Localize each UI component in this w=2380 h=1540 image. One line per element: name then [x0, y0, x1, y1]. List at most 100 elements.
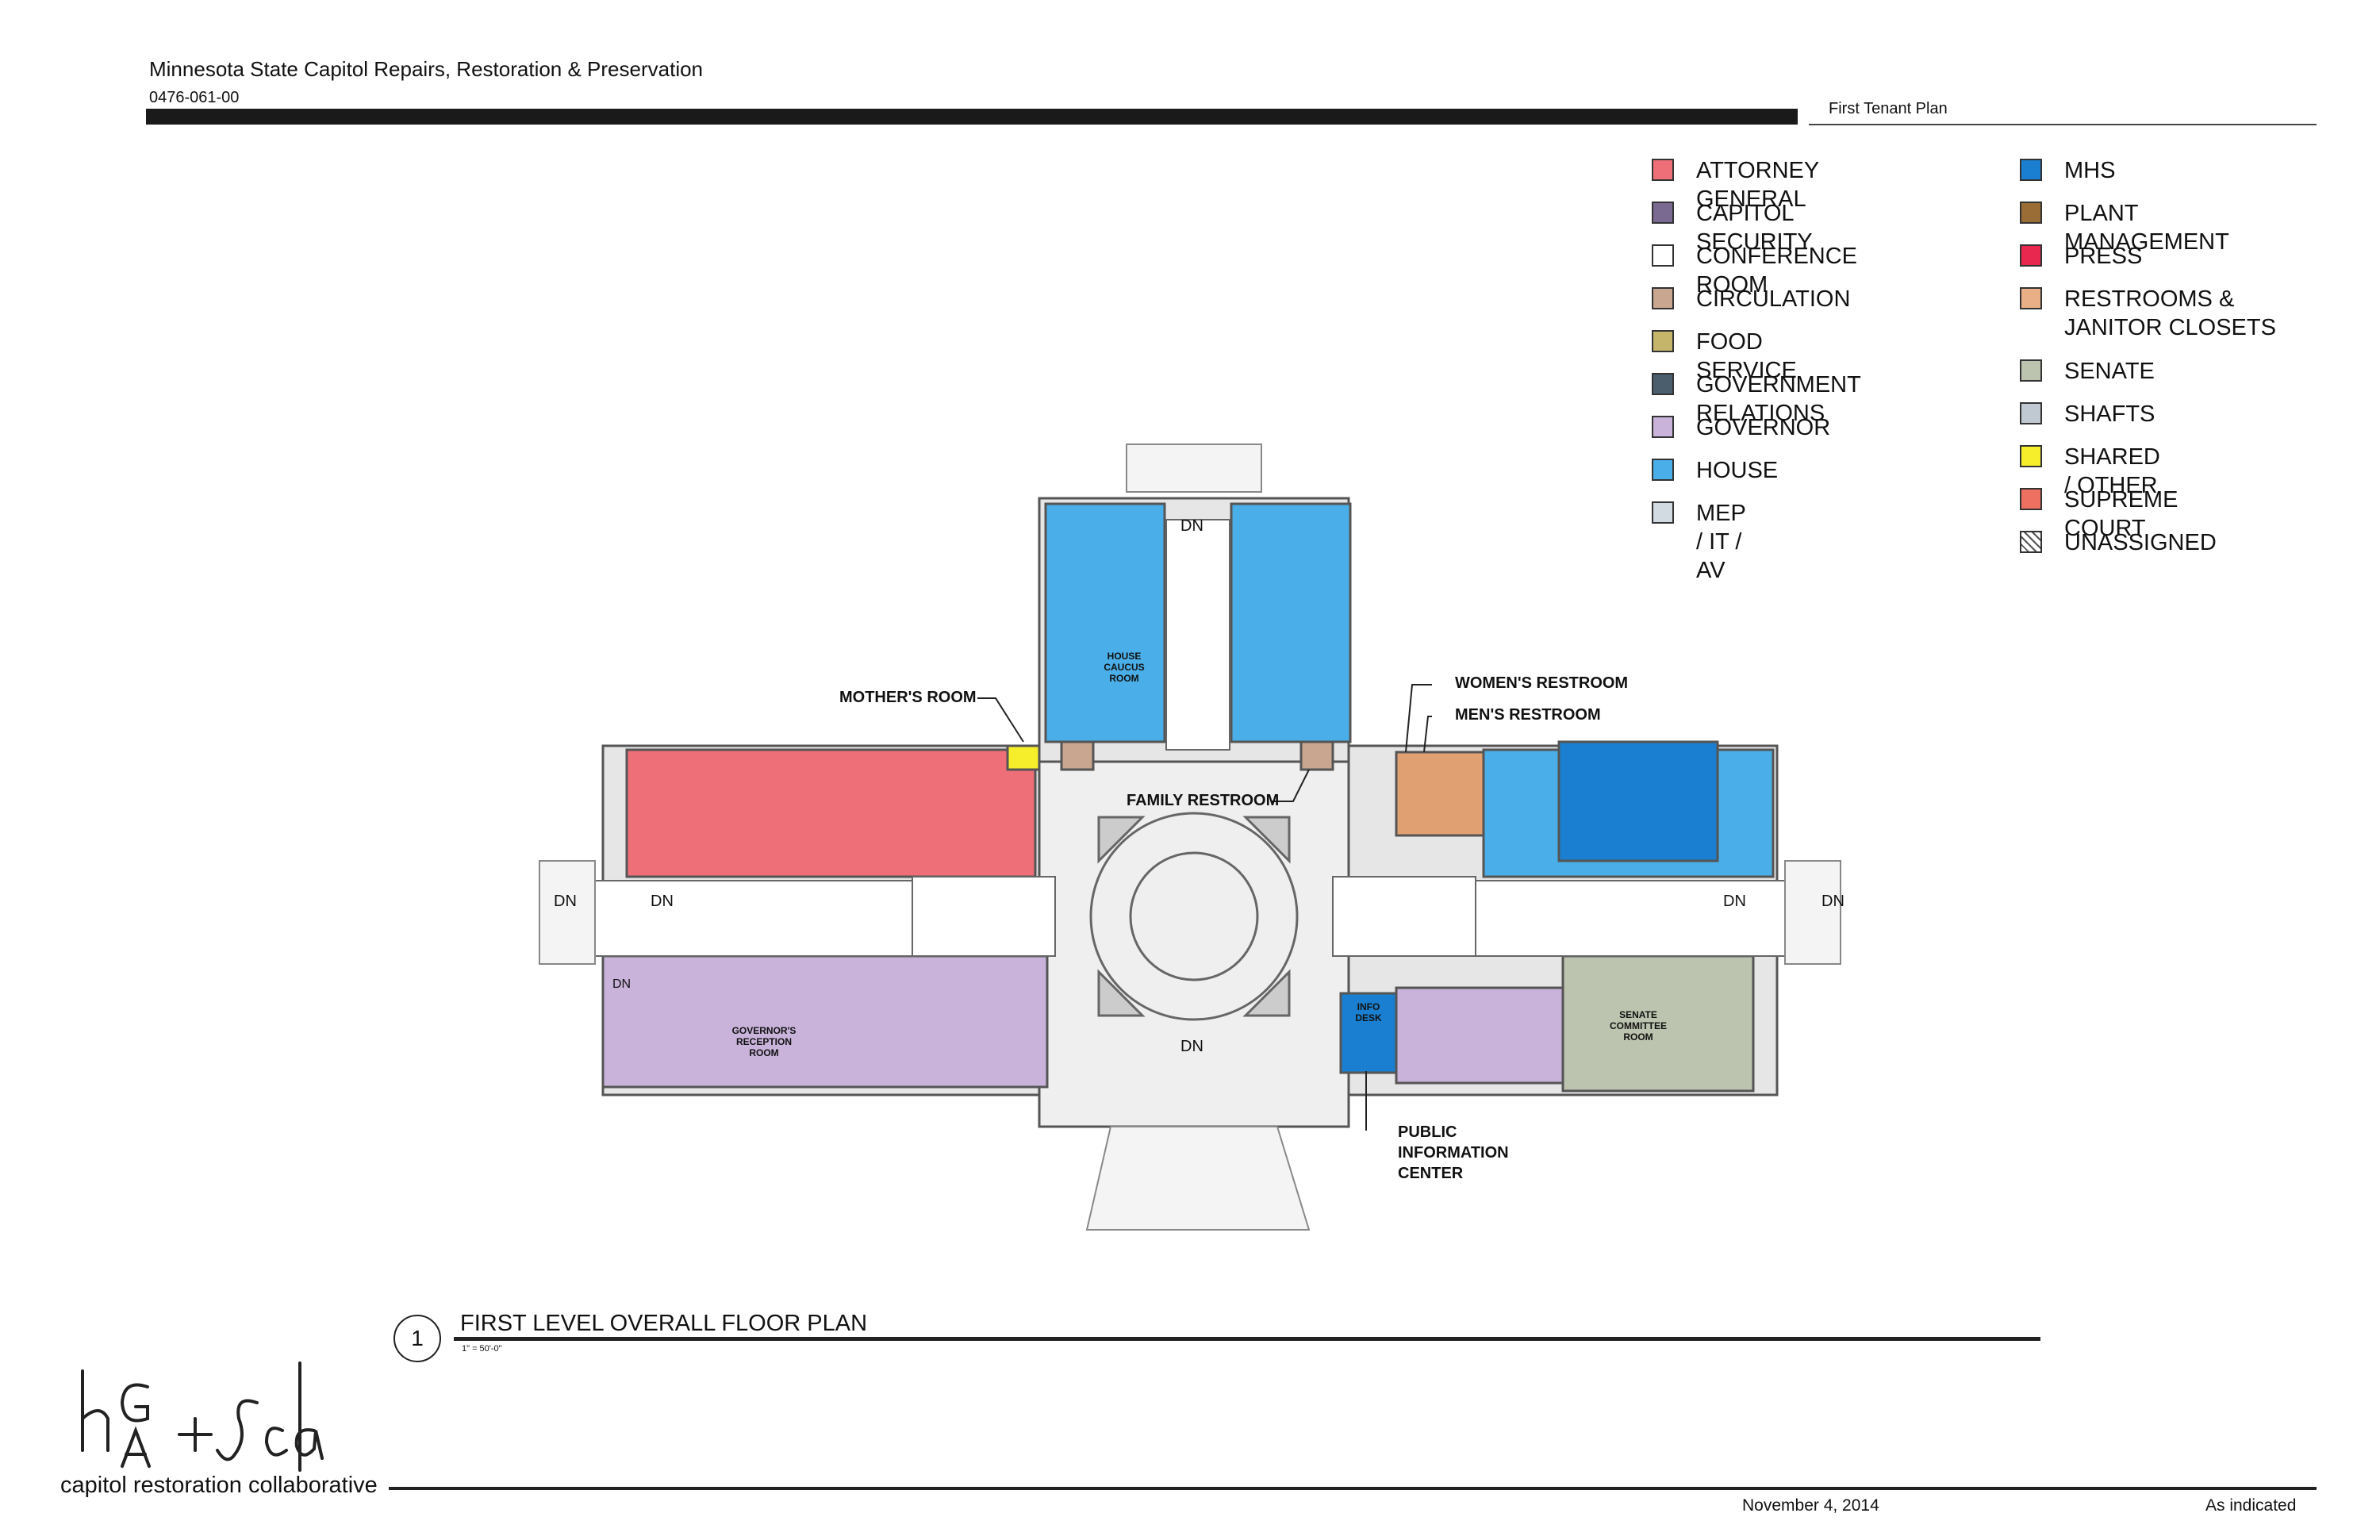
stair-hall-west	[912, 876, 1056, 957]
womens-restroom-label: WOMEN'S RESTROOM	[1455, 674, 1629, 692]
room-label-line: ROOM	[1623, 1031, 1653, 1043]
room-label-line: ROOM	[749, 1047, 779, 1058]
room-label-line: CAUCUS	[1104, 662, 1145, 673]
legend-label: MHS	[2064, 158, 2116, 183]
drawing-scale: 1" = 50'-0"	[462, 1344, 502, 1354]
legend-item: HOUSE	[1652, 456, 1778, 485]
building-shell-center	[1038, 760, 1350, 1128]
legend-swatch	[1652, 159, 1674, 181]
legend-swatch	[1652, 373, 1674, 395]
zone-mhs-info-desk	[1339, 992, 1398, 1074]
legend-swatch	[1652, 287, 1674, 309]
legend-label: PLANT MANAGEMENT	[2064, 201, 2229, 255]
legend-label: SHAFTS	[2064, 401, 2155, 427]
logo-a2	[294, 1428, 324, 1460]
zone-governor-east	[1395, 986, 1564, 1085]
west-steps	[539, 860, 596, 965]
sheet-name: First Tenant Plan	[1829, 100, 1948, 117]
legend-swatch	[1652, 244, 1674, 267]
footer-date: November 4, 2014	[1742, 1496, 1879, 1515]
sheet-rule	[1809, 124, 2317, 125]
legend-item: CAPITOL SECURITY	[1652, 199, 1813, 256]
north-steps	[1126, 444, 1262, 493]
legend-swatch	[1652, 459, 1674, 481]
stair-hall-east	[1332, 876, 1476, 957]
legend-label: SHARED / OTHER	[2064, 444, 2160, 498]
zone-governor	[601, 954, 1049, 1089]
dn-north-label: DN	[1180, 517, 1203, 535]
zone-family-restroom-west	[1060, 740, 1095, 771]
legend-swatch	[2020, 445, 2042, 467]
legend-swatch	[2020, 202, 2042, 224]
leader-mens-restroom	[1423, 716, 1432, 753]
corridor-north	[1165, 519, 1230, 751]
legend-item: GOVERNMENT RELATIONS	[1652, 371, 1860, 428]
legend-label: GOVERNOR	[1696, 415, 1831, 440]
legend-item: PRESS	[2020, 242, 2142, 271]
zone-senate	[1561, 954, 1755, 1093]
legend-item: MEP / IT / AV	[1652, 499, 1745, 585]
legend-label: FOOD SERVICE	[1696, 329, 1797, 383]
steps	[539, 444, 1841, 1231]
room-label-line: COMMITTEE	[1610, 1020, 1667, 1031]
zone-mhs-east	[1557, 740, 1719, 862]
legend-label: CAPITOL SECURITY	[1696, 201, 1813, 255]
room-label-line: RECEPTION	[735, 1036, 792, 1047]
drawing-number: 1	[411, 1326, 424, 1350]
house-caucus-room-label: HOUSE CAUCUS ROOM	[1088, 651, 1160, 684]
rotunda-pier-se	[1242, 969, 1291, 1017]
public-info-label-3: CENTER	[1398, 1165, 1464, 1182]
project-title: Minnesota State Capitol Repairs, Restora…	[149, 57, 704, 81]
rotunda	[1089, 812, 1299, 1021]
legend-swatch	[1652, 330, 1674, 352]
public-info-label-1: PUBLIC	[1398, 1123, 1457, 1141]
legend-label: RESTROOMS & JANITOR CLOSETS	[2064, 286, 2276, 340]
legend-swatch	[1652, 501, 1674, 524]
rotunda-pier-ne	[1242, 816, 1291, 864]
logo-g	[120, 1383, 149, 1423]
legend-item: CONFERENCE ROOM	[1652, 242, 1857, 299]
mothers-room-label: MOTHER'S ROOM	[839, 689, 977, 706]
leader-womens-restroom	[1405, 684, 1432, 753]
governors-reception-room-label: GOVERNOR'S RECEPTION ROOM	[720, 1025, 808, 1058]
legend-label: SENATE	[2064, 359, 2155, 384]
rotunda-outer	[1089, 812, 1299, 1021]
drawing-title: FIRST LEVEL OVERALL FLOOR PLAN	[460, 1311, 868, 1336]
legend-item: SENATE	[2020, 357, 2155, 386]
dn-southwest-label: DN	[612, 977, 631, 991]
room-label-line: ROOM	[1109, 673, 1139, 684]
legend-label: CONFERENCE ROOM	[1696, 244, 1858, 298]
firm-logo	[81, 1361, 324, 1472]
dn-west-inner-label: DN	[651, 893, 674, 910]
legend-label: ATTORNEY GENERAL	[1696, 158, 1819, 212]
legend-label: PRESS	[2064, 244, 2143, 269]
legend-item: SHARED / OTHER	[2020, 443, 2160, 500]
east-steps	[1784, 860, 1841, 965]
zone-house-north-west	[1044, 502, 1166, 743]
project-number: 0476-061-00	[149, 89, 240, 106]
legend-item: SUPREME COURT	[2020, 486, 2178, 543]
callout-leaders	[977, 684, 1432, 1131]
legend-item: GOVERNOR	[1652, 413, 1830, 442]
rotunda-ring	[1129, 851, 1259, 981]
drawing-number-circle: 1	[393, 1315, 441, 1362]
room-label-line: INFO	[1357, 1001, 1380, 1012]
senate-committee-room-label: SENATE COMMITTEE ROOM	[1595, 1009, 1682, 1043]
legend-item: CIRCULATION	[1652, 285, 1850, 313]
zone-family-restroom-east	[1299, 740, 1334, 771]
dn-east-inner-label: DN	[1723, 893, 1746, 910]
mens-restroom-label: MEN'S RESTROOM	[1455, 706, 1601, 724]
legend-label: UNASSIGNED	[2064, 530, 2217, 555]
rotunda-pier-nw	[1097, 816, 1146, 864]
legend-item: RESTROOMS & JANITOR CLOSETS	[2020, 285, 2305, 342]
legend-label: SUPREME COURT	[2064, 487, 2178, 541]
footer-rule	[389, 1487, 2317, 1490]
logo-a	[121, 1426, 151, 1468]
legend-label: GOVERNMENT RELATIONS	[1696, 372, 1861, 426]
legend-swatch	[2020, 359, 2042, 382]
legend-swatch	[2020, 488, 2042, 510]
room-label-line: HOUSE	[1107, 651, 1142, 662]
legend-swatch	[2020, 244, 2042, 267]
dn-east-outer-label: DN	[1821, 893, 1844, 910]
info-desk-label: INFO DESK	[1342, 1001, 1395, 1023]
